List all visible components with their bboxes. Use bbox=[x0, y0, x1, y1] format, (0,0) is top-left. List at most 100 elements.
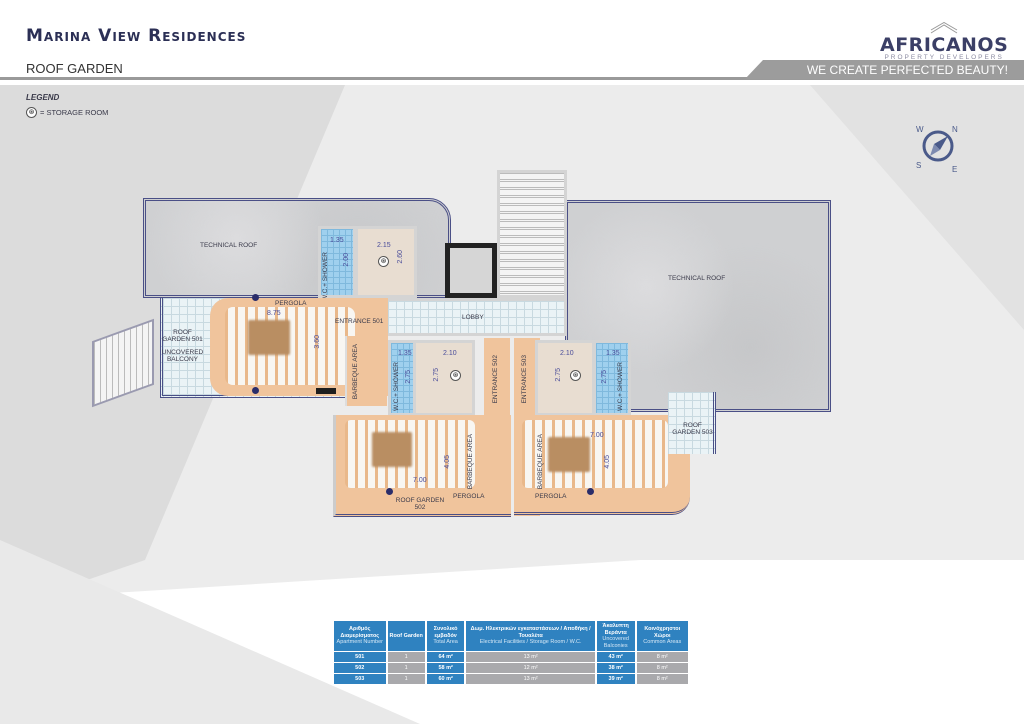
roof-logo-icon bbox=[930, 22, 958, 34]
cell: 502 bbox=[334, 663, 386, 674]
barbeque-501 bbox=[345, 336, 387, 406]
entrance-502-label: ENTRANCE 502 bbox=[492, 355, 499, 404]
dim-501-st-w: 2.15 bbox=[377, 242, 391, 249]
cell: 8 m² bbox=[636, 652, 688, 663]
company-logo: AFRICANOS PROPERTY DEVELOPERS bbox=[880, 22, 1008, 61]
stair-tower bbox=[497, 170, 567, 298]
legend-label: = STORAGE ROOM bbox=[40, 108, 109, 117]
barbeque-502-label: BARBEQUE AREA bbox=[467, 434, 474, 490]
storage-502 bbox=[413, 340, 475, 416]
cell: 1 bbox=[387, 652, 425, 663]
pergola-503-slats bbox=[522, 420, 668, 488]
storage-room-icon: ⊛ bbox=[570, 370, 581, 381]
cell: 8 m² bbox=[636, 674, 688, 685]
dining-table-502 bbox=[372, 432, 412, 467]
project-title: Marina View Residences bbox=[26, 26, 247, 46]
pergola-503-label: PERGOLA bbox=[535, 493, 567, 500]
compass-w: W bbox=[916, 125, 924, 134]
roof-garden-502-label: ROOF GARDEN 502 bbox=[395, 497, 445, 512]
col-roof-garden: Roof Garden bbox=[387, 621, 425, 652]
entrance-503-label: ENTRANCE 503 bbox=[521, 355, 528, 404]
pergola-post bbox=[386, 488, 393, 495]
cell: 8 m² bbox=[636, 663, 688, 674]
cell: 12 m² bbox=[466, 663, 595, 674]
dim-502-wc-w: 1.35 bbox=[398, 350, 412, 357]
dim-503-perg-h: 4.05 bbox=[604, 455, 611, 469]
cell: 58 m² bbox=[426, 663, 465, 674]
dim-503-st-w: 2.10 bbox=[560, 350, 574, 357]
uncovered-balcony-label: UNCOVERED BALCONY bbox=[161, 349, 204, 364]
compass-icon: W N S E bbox=[916, 125, 958, 174]
barbeque-503-label: BARBEQUE AREA bbox=[537, 434, 544, 490]
dining-table-503 bbox=[548, 437, 590, 472]
wc-501 bbox=[318, 226, 356, 298]
pergola-post bbox=[252, 294, 259, 301]
cell: 501 bbox=[334, 652, 386, 663]
pergola-501-slats bbox=[225, 307, 355, 385]
wc-503-label: W.C.+ SHOWER bbox=[617, 362, 624, 411]
cell: 43 m² bbox=[596, 652, 635, 663]
pergola-502-label: PERGOLA bbox=[453, 493, 485, 500]
entrance-501-label: ENTRANCE 501 bbox=[335, 318, 384, 325]
logo-tagline: PROPERTY DEVELOPERS bbox=[884, 54, 1004, 61]
dim-502-st-w: 2.10 bbox=[443, 350, 457, 357]
dim-501-perg-w: 8.75 bbox=[267, 310, 281, 317]
dim-501-st-h: 2.60 bbox=[397, 250, 404, 264]
compass-s: S bbox=[916, 161, 921, 170]
header-divider bbox=[0, 77, 1024, 80]
lobby-label: LOBBY bbox=[462, 314, 484, 321]
dim-502-st-h: 2.75 bbox=[433, 368, 440, 382]
pergola-post bbox=[252, 387, 259, 394]
legend-item: ⊛ = STORAGE ROOM bbox=[26, 107, 108, 118]
col-facilities: Δωμ. Ηλεκτρικών εγκαταστάσεων / Αποθήκη … bbox=[466, 621, 595, 652]
storage-room-icon: ⊛ bbox=[378, 256, 389, 267]
cell: 38 m² bbox=[596, 663, 635, 674]
cell: 503 bbox=[334, 674, 386, 685]
dim-503-wc-w: 1.35 bbox=[606, 350, 620, 357]
dining-table-501 bbox=[248, 320, 290, 355]
lobby bbox=[385, 298, 567, 336]
wall-block bbox=[316, 388, 336, 394]
technical-roof-left-label: TECHNICAL ROOF bbox=[200, 242, 258, 249]
compass-e: E bbox=[952, 165, 957, 174]
dim-501-perg-h: 3.60 bbox=[314, 335, 321, 349]
wc-501-label: W.C.+ SHOWER bbox=[322, 252, 329, 301]
tagline-banner: WE CREATE PERFECTED BEAUTY! bbox=[745, 60, 1024, 79]
stairs-left bbox=[92, 318, 154, 408]
dim-503-wc-h: 2.75 bbox=[601, 370, 608, 384]
page-subtitle: ROOF GARDEN bbox=[26, 61, 123, 76]
dim-502-wc-h: 2.75 bbox=[405, 370, 412, 384]
wc-502-label: W.C.+ SHOWER bbox=[393, 362, 400, 411]
roof-garden-501-label: ROOF GARDEN 501 bbox=[162, 329, 203, 344]
roof-garden-503-label: ROOF GARDEN 503 bbox=[672, 422, 713, 437]
cell: 1 bbox=[387, 663, 425, 674]
storage-room-icon: ⊛ bbox=[26, 107, 37, 118]
dim-502-perg-h: 4.05 bbox=[444, 455, 451, 469]
wc-503 bbox=[593, 340, 631, 416]
technical-roof-right-label: TECHNICAL ROOF bbox=[668, 275, 726, 282]
dim-503-st-h: 2.75 bbox=[555, 368, 562, 382]
pergola-post bbox=[587, 488, 594, 495]
dim-501-wc-w: 1.35 bbox=[330, 237, 344, 244]
barbeque-501-label: BARBEQUE AREA bbox=[352, 344, 359, 400]
cell: 13 m² bbox=[466, 674, 595, 685]
cell: 64 m² bbox=[426, 652, 465, 663]
wc-502 bbox=[388, 340, 416, 416]
storage-room-icon: ⊛ bbox=[450, 370, 461, 381]
dim-501-wc-h: 2.00 bbox=[343, 253, 350, 267]
logo-name: AFRICANOS bbox=[880, 34, 1009, 56]
compass-n: N bbox=[952, 125, 958, 134]
cell: 1 bbox=[387, 674, 425, 685]
cell: 60 m² bbox=[426, 674, 465, 685]
cell: 13 m² bbox=[466, 652, 595, 663]
